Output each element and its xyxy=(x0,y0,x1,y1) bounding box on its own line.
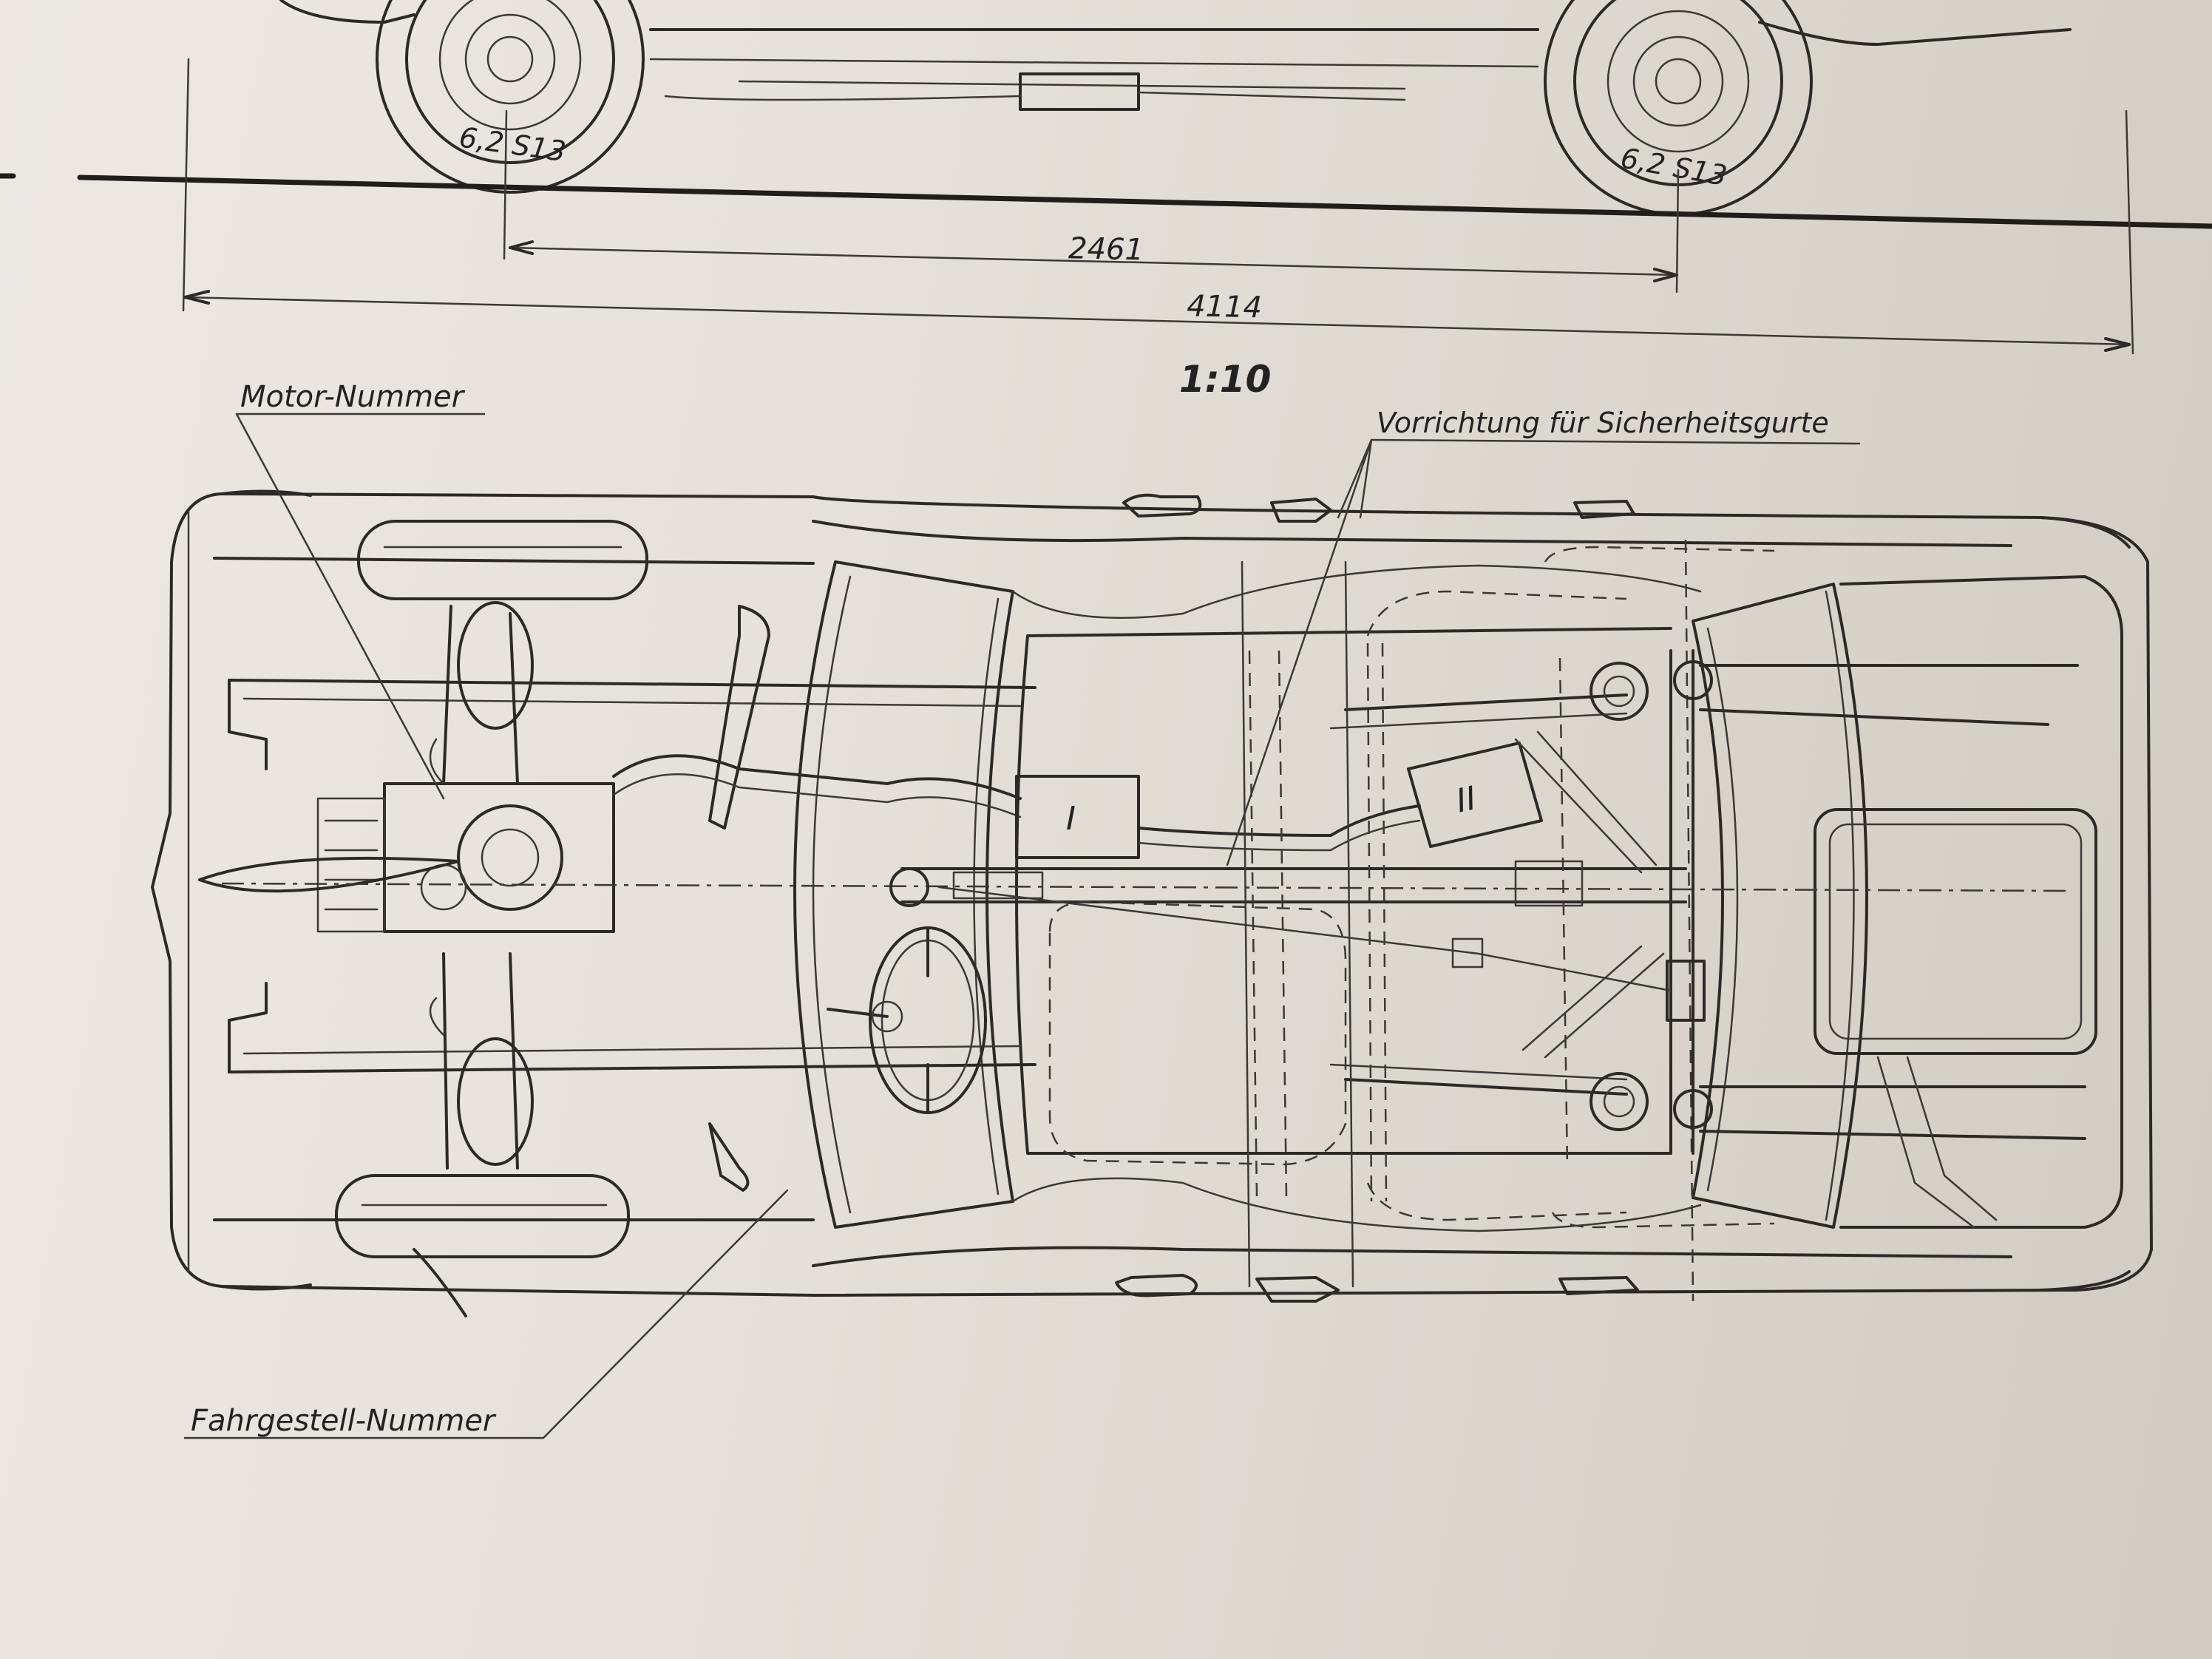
seatbelt-device-label: Vorrichtung für Sicherheitsgurte xyxy=(1377,407,1829,439)
motor-number-label: Motor-Nummer xyxy=(240,380,466,414)
callouts xyxy=(183,413,1861,1439)
plan-view xyxy=(151,489,2153,1317)
front-tire-label: 6,2 S13 xyxy=(457,121,568,169)
side-view: 6,2 S13 6,2 S13 xyxy=(0,0,2212,229)
dimension-lines xyxy=(182,58,2134,355)
engine xyxy=(198,782,615,933)
ground-line xyxy=(0,173,2212,229)
front-wheel xyxy=(376,0,645,194)
muffler-1 xyxy=(1015,775,1140,859)
scale-label: 1:10 xyxy=(1179,358,1271,401)
overall-length-dimension: 4114 xyxy=(1187,289,1263,325)
chassis-number-label: Fahrgestell-Nummer xyxy=(191,1404,497,1438)
muffler-2 xyxy=(1407,742,1543,848)
muffler-2-label: II xyxy=(1453,779,1479,820)
rear-suspension xyxy=(1590,660,1713,1131)
steering-wheel xyxy=(827,926,987,1114)
muffler-1-label: I xyxy=(1066,800,1076,838)
wheelbase-dimension: 2461 xyxy=(1068,231,1144,267)
